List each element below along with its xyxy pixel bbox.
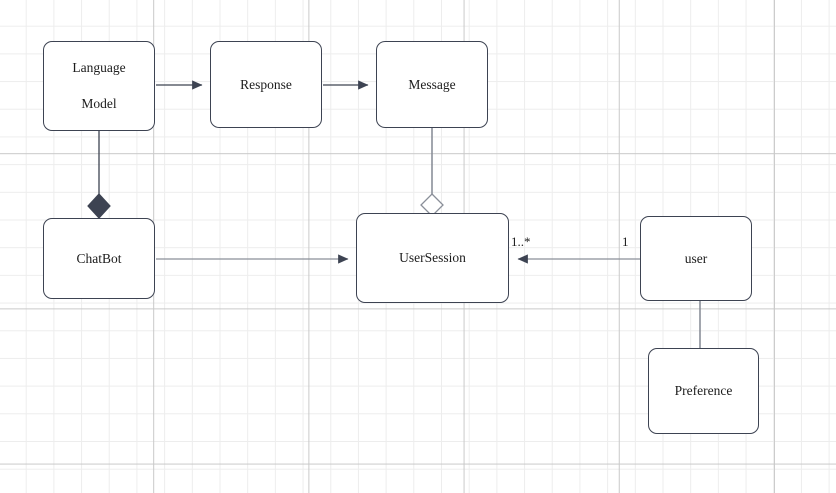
composition-diamond-filled xyxy=(87,193,111,219)
node-label: Preference xyxy=(674,383,733,399)
node-preference[interactable]: Preference xyxy=(648,348,759,434)
node-label: Response xyxy=(240,76,292,92)
node-message[interactable]: Message xyxy=(376,41,488,128)
node-response[interactable]: Response xyxy=(210,41,322,128)
edge-message-to-usersession xyxy=(420,128,444,217)
node-label: user xyxy=(684,250,708,266)
edge-language-model-to-chatbot xyxy=(87,131,111,219)
node-label: UserSession xyxy=(399,250,466,266)
node-user[interactable]: user xyxy=(640,216,752,301)
multiplicity-usersession-end: 1..* xyxy=(511,234,531,249)
node-chatbot[interactable]: ChatBot xyxy=(43,218,155,299)
multiplicity-user-end: 1 xyxy=(622,234,629,249)
node-label: ChatBot xyxy=(76,250,122,266)
node-usersession[interactable]: UserSession xyxy=(356,213,509,303)
node-label: Message xyxy=(408,76,456,92)
